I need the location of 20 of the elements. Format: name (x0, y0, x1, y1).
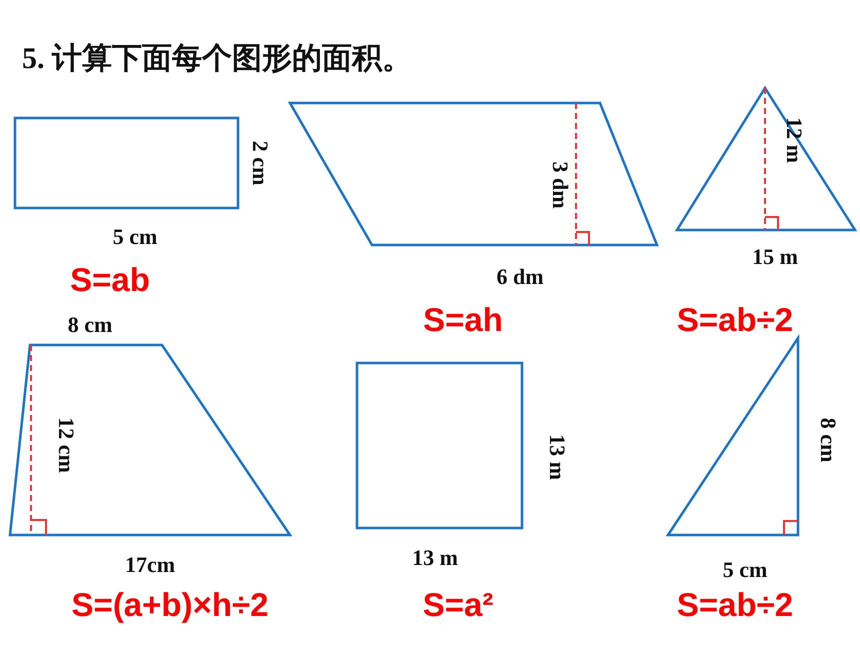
area-formula: S=ah (423, 301, 503, 339)
exercise-title: 5. 计算下面每个图形的面积。 (22, 41, 412, 77)
dimension-label: 2 cm (247, 140, 273, 186)
dimension-label: 8 cm (815, 418, 841, 462)
area-formula: S=ab÷2 (676, 586, 794, 624)
dimension-label: 3 dm (547, 161, 573, 209)
dimension-label: 13 m (412, 545, 458, 571)
dimension-label: 15 m (752, 244, 798, 270)
dimension-label: 12 m (781, 117, 807, 163)
dimension-label: 13 m (544, 434, 570, 480)
dimension-label: 8 cm (68, 312, 112, 338)
area-formula: S=a² (422, 586, 494, 624)
dimension-label: 6 dm (496, 264, 544, 290)
dimension-label: 5 cm (112, 224, 158, 250)
area-formula: S=ab (70, 261, 150, 299)
dimension-label: 17cm (124, 552, 176, 578)
area-formula: S=(a+b)×h÷2 (72, 586, 268, 624)
dimension-label: 12 cm (53, 417, 79, 473)
dimension-label: 5 cm (722, 557, 768, 583)
area-formula: S=ab÷2 (676, 301, 794, 339)
